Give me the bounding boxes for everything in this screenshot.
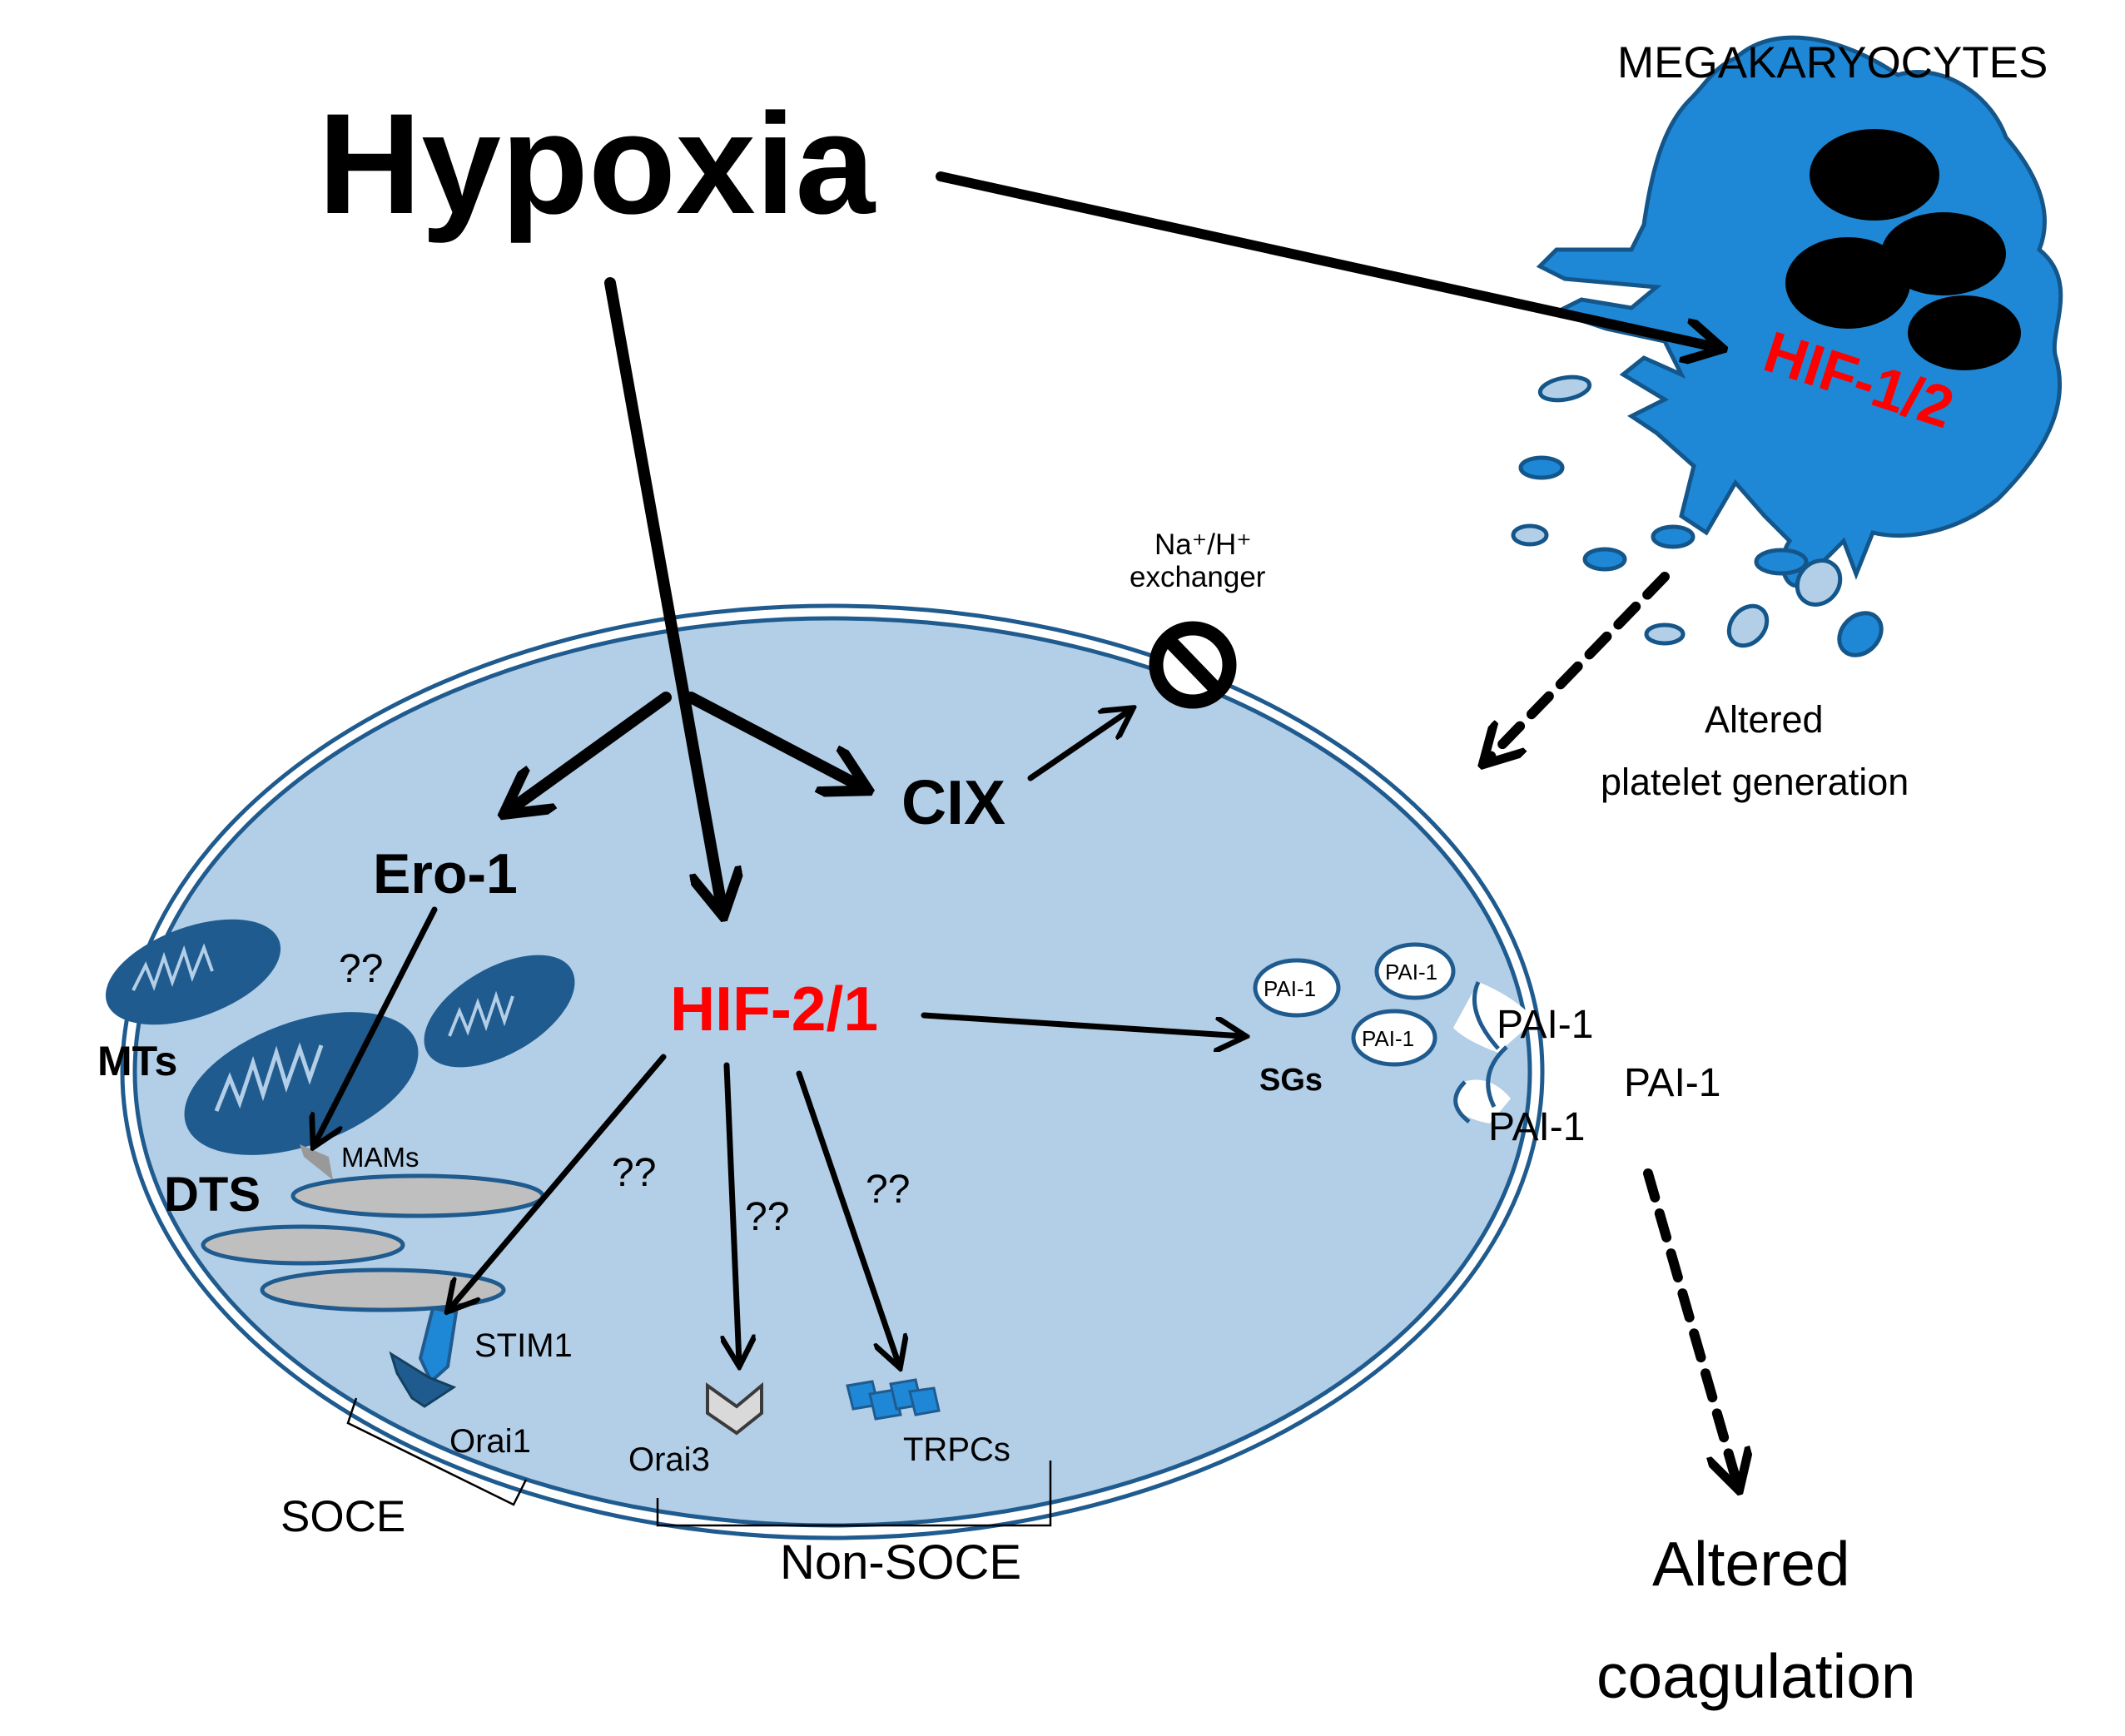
dts-cistern <box>260 1267 506 1312</box>
dts-cistern <box>290 1173 545 1218</box>
arrows <box>315 171 1738 1486</box>
unknown-orai3-link: ?? <box>745 1195 789 1239</box>
platelets <box>1511 374 1884 657</box>
trpc-channels <box>846 1378 941 1421</box>
mams-label: MAMs <box>341 1142 420 1173</box>
dts-cistern <box>201 1224 405 1266</box>
platelet <box>1837 611 1884 657</box>
stim1-orai1 <box>389 1306 459 1408</box>
nah-exchanger-label-2: exchanger <box>1130 561 1266 593</box>
granule <box>1253 958 1341 1018</box>
platelet <box>1518 455 1565 480</box>
granule <box>1351 1009 1437 1067</box>
arrow-hif21-to-orai3 <box>727 1062 739 1363</box>
platelet <box>1582 547 1627 572</box>
platelet <box>1511 523 1549 547</box>
platelet <box>1754 548 1809 576</box>
orai1-label: Orai1 <box>449 1423 531 1460</box>
soce-label: SOCE <box>281 1492 405 1541</box>
arrow-platelets-to-cell <box>1486 572 1670 761</box>
pai-release-pores <box>1453 980 1536 1123</box>
nah-exchanger-label-1: Na⁺/H⁺ <box>1154 528 1252 561</box>
granule-pai1-label: PAI-1 <box>1362 1026 1414 1051</box>
released-pai1-label: PAI-1 <box>1624 1061 1720 1105</box>
unknown-trpc-link: ?? <box>866 1168 910 1212</box>
arrow-pai1-to-coagulation <box>1643 1168 1738 1486</box>
soce-bracket <box>346 1397 528 1506</box>
nucleus-lobe-4 <box>1908 295 2021 370</box>
nucleus-lobe-3 <box>1785 237 1910 329</box>
non-soce-bracket <box>656 1461 1052 1527</box>
non-soce-label: Non-SOCE <box>780 1535 1021 1590</box>
mams-contact <box>300 1144 333 1180</box>
platelet <box>1537 374 1592 403</box>
orai3-channel <box>706 1381 763 1436</box>
stim1-label: STIM1 <box>474 1327 573 1364</box>
granule-pai1-label: PAI-1 <box>1264 976 1316 1001</box>
platelet <box>1726 603 1770 648</box>
platelet <box>1795 558 1843 607</box>
platelet <box>1644 622 1686 646</box>
arrow-hypoxia-to-hif21 <box>604 277 722 911</box>
nah-exchanger-icon <box>1149 621 1237 709</box>
nucleus-lobe-2 <box>1881 212 2006 295</box>
megakaryocytes-label: MEGAKARYOCYTES <box>1617 38 2048 87</box>
hif21-label: HIF-2/1 <box>670 974 878 1044</box>
arrow-hif21-to-stim1 <box>449 1054 667 1309</box>
released-pai1-label: PAI-1 <box>1488 1105 1585 1149</box>
orai3-label: Orai3 <box>628 1441 710 1478</box>
brackets <box>346 1397 1052 1527</box>
arrow-hypoxia-to-hif12 <box>936 171 1719 348</box>
granule-pai1-label: PAI-1 <box>1385 960 1437 985</box>
arrow-branch-to-ero1 <box>508 692 672 811</box>
arrow-ero1-to-mams <box>315 906 438 1144</box>
platelet <box>1651 524 1696 549</box>
dense-tubular-system <box>201 1144 545 1312</box>
mitochondria <box>105 919 575 1155</box>
ero1-label: Ero-1 <box>373 842 518 905</box>
altered-platelet-line1: Altered <box>1705 698 1824 741</box>
arrow-hif21-to-sgs <box>921 1012 1243 1036</box>
released-pai1-label: PAI-1 <box>1497 1003 1593 1047</box>
megakaryocyte-cell <box>1536 35 2063 588</box>
hypoxia-label: Hypoxia <box>318 84 876 244</box>
mts-label: MTs <box>97 1038 177 1084</box>
secretory-granules <box>1253 942 1456 1067</box>
sgs-label: SGs <box>1259 1063 1323 1098</box>
cix-label: CIX <box>901 767 1005 837</box>
altered-coagulation-line1: Altered <box>1652 1529 1850 1599</box>
granule <box>1374 942 1456 1000</box>
nucleus-lobe-1 <box>1810 129 1939 221</box>
arrow-branch-to-cix <box>685 692 864 788</box>
unknown-ero1-link: ?? <box>339 947 383 991</box>
trpcs-label: TRPCs <box>903 1431 1010 1468</box>
dts-label: DTS <box>164 1168 261 1222</box>
arrow-cix-to-exchanger <box>1027 710 1130 781</box>
altered-coagulation-line2: coagulation <box>1596 1641 1916 1711</box>
arrow-hif21-to-trpcs <box>796 1070 899 1365</box>
altered-platelet-line2: platelet generation <box>1601 761 1909 803</box>
orai1-channel <box>389 1351 457 1408</box>
unknown-stim1-link: ?? <box>612 1151 656 1195</box>
